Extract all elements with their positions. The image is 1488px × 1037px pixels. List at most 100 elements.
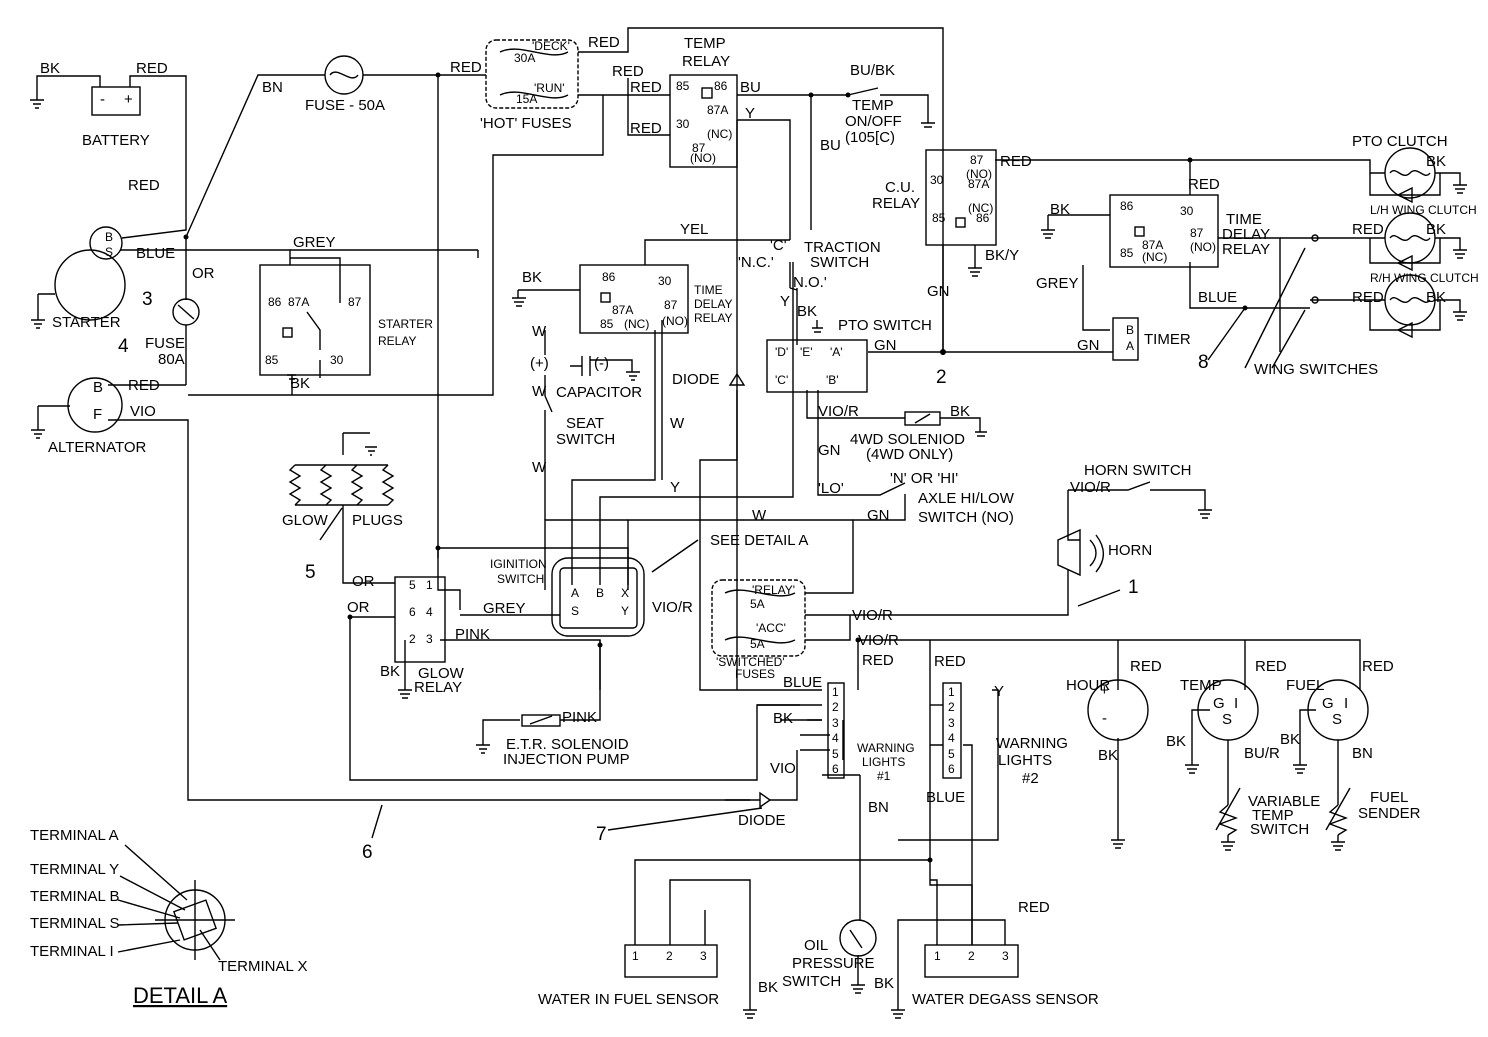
pin-temp-s: S (1222, 711, 1232, 728)
pin-tr-85: 85 (676, 79, 690, 93)
label-gn-axle: GN (867, 507, 890, 524)
battery-plus: + (124, 91, 133, 108)
label-starter-relay-1: STARTER (378, 317, 433, 331)
label-hour-plus: + (1100, 682, 1109, 699)
label-glow-relay-1: GLOW (418, 665, 465, 682)
label-w2: W (532, 383, 547, 400)
label-seat-2: SWITCH (556, 431, 615, 448)
label-alternator: ALTERNATOR (48, 439, 147, 456)
pin-tdr-87a: 87A (612, 303, 633, 317)
label-term-s: TERMINAL S (30, 915, 119, 932)
label-diode-bot: DIODE (738, 812, 786, 829)
horn (1057, 528, 1105, 577)
pin-wl1-4: 4 (832, 731, 839, 745)
label-ign-2: SWITCH (497, 572, 544, 586)
label-bk-wds: BK (874, 975, 894, 992)
battery-minus: - (100, 91, 105, 108)
label-temp-g: TEMP (1180, 677, 1222, 694)
label-wl2-2: LIGHTS (998, 752, 1052, 769)
label-bk-t: BK (1166, 733, 1186, 750)
pin-fuel-g: G (1322, 695, 1334, 712)
pin-wl1-6: 6 (832, 762, 839, 776)
label-glow: GLOW (282, 512, 329, 529)
label-vior-horn: VIO/R (1070, 479, 1111, 496)
pin-tdr2-85: 85 (1120, 246, 1134, 260)
etr-solenoid (521, 714, 561, 727)
pin-tr-nc: (NC) (707, 127, 732, 141)
pin-pto-e: 'E' (800, 345, 813, 359)
label-n4: 4 (118, 336, 129, 357)
pin-fuel-i: I (1344, 695, 1348, 712)
label-w3: W (532, 459, 547, 476)
label-relay-f: 'RELAY' (752, 583, 795, 597)
label-blue-wl2: BLUE (926, 789, 965, 806)
label-red-t: RED (1255, 658, 1287, 675)
pin-timer-b: B (1126, 323, 1134, 337)
label-bk-lh: BK (1426, 221, 1446, 238)
label-bn-f: BN (1352, 745, 1373, 762)
wires (30, 27, 1467, 1019)
label-bk-sol: BK (950, 403, 970, 420)
warning-lights-2 (942, 682, 962, 779)
label-axle-2: SWITCH (NO) (918, 509, 1014, 526)
starter-relay (259, 264, 371, 376)
label-vior-1: VIO/R (852, 607, 893, 624)
label-bn-wl: BN (868, 799, 889, 816)
label-pink-etr: PINK (562, 709, 597, 726)
label-bk-wl: BK (773, 710, 793, 727)
label-vior-sol: VIO/R (818, 403, 859, 420)
label-bk-sr: BK (290, 375, 310, 392)
label-n3: 3 (142, 289, 153, 310)
label-gn-pto: GN (874, 337, 897, 354)
label-horn: HORN (1108, 542, 1152, 559)
pin-tr-no: (NO) (690, 151, 716, 165)
pin-tr-30: 30 (676, 117, 690, 131)
label-etr-1: E.T.R. SOLENOID (506, 736, 629, 753)
label-or-gr: OR (352, 573, 375, 590)
label-tdr2-2: DELAY (1222, 226, 1270, 243)
variable-temp-switch (1215, 787, 1241, 836)
alternator (67, 377, 123, 433)
label-var-1: VARIABLE (1248, 793, 1320, 810)
pin-cu-30: 30 (930, 173, 944, 187)
label-cu-1: C.U. (885, 179, 915, 196)
label-lh: L/H WING CLUTCH (1370, 203, 1477, 217)
label-starter-relay-2: RELAY (378, 334, 416, 348)
pin-gr-1: 1 (426, 578, 433, 592)
label-n2: 2 (936, 367, 947, 388)
label-blue-tm: BLUE (1198, 289, 1237, 306)
label-n8: 8 (1198, 352, 1209, 373)
label-5a1: 5A (750, 597, 765, 611)
label-yel: YEL (680, 221, 708, 238)
label-bk-batt: BK (40, 60, 60, 77)
pin-wl1-2: 2 (832, 700, 839, 714)
pin-gr-5: 5 (409, 578, 416, 592)
label-term-x: TERMINAL X (218, 958, 307, 975)
pin-ign-x: X (621, 586, 629, 600)
label-sw-fuses-2: FUSES (735, 667, 775, 681)
label-wing-sw: WING SWITCHES (1254, 361, 1378, 378)
label-trac-1: TRACTION (804, 239, 881, 256)
label-fuel-g: FUEL (1286, 677, 1324, 694)
pin-temp-g: G (1213, 695, 1225, 712)
water-degass-sensor (924, 944, 1019, 978)
label-bk-tdr: BK (522, 269, 542, 286)
label-starter: STARTER (52, 314, 121, 331)
pin-timer-a: A (1126, 339, 1134, 353)
label-grey-sr: GREY (293, 234, 336, 251)
label-n7: 7 (596, 824, 607, 845)
label-n6: 6 (362, 842, 373, 863)
label-wl2-1: WARNING (996, 735, 1068, 752)
label-wif: WATER IN FUEL SENSOR (538, 991, 719, 1008)
label-red-wl2: RED (934, 653, 966, 670)
label-bk-pto: BK (797, 303, 817, 320)
pin-gr-4: 4 (426, 605, 433, 619)
pin-alt-b: B (93, 379, 103, 396)
label-acc-f: 'ACC' (756, 621, 786, 635)
label-bk-pc: BK (1426, 153, 1446, 170)
label-bk-wif: BK (758, 979, 778, 996)
label-fuse50: FUSE - 50A (305, 97, 385, 114)
label-red-rh: RED (1352, 289, 1384, 306)
pin-wl2-3: 3 (948, 716, 955, 730)
pin-gr-3: 3 (426, 632, 433, 646)
